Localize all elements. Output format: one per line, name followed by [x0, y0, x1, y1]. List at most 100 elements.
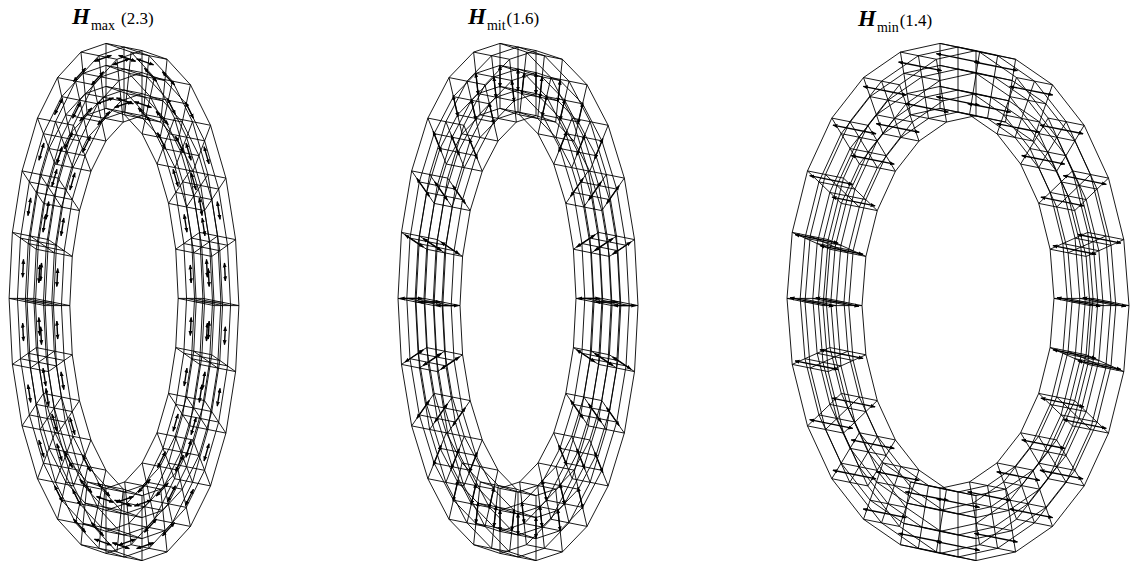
mesh-line [1004, 115, 1040, 122]
field-arrow [1063, 420, 1106, 429]
mesh-line [970, 482, 1006, 489]
mesh-line [187, 175, 208, 208]
mesh-line [480, 482, 516, 489]
field-caption: Hmin(1.4) [858, 6, 932, 36]
mesh-line [900, 545, 936, 552]
mesh-line [12, 348, 36, 365]
field-value: (2.3) [121, 9, 154, 29]
field-subscript: min [877, 20, 899, 36]
mesh-line [1063, 244, 1099, 251]
field-arrow [433, 445, 441, 465]
mesh-line [843, 401, 877, 434]
field-arrow [936, 542, 979, 551]
mesh-line [117, 489, 123, 552]
field-arrow [52, 169, 57, 186]
mesh-line [910, 482, 946, 489]
mesh-line [958, 47, 959, 112]
field-arrow [206, 323, 208, 341]
field-arrow [577, 135, 585, 155]
mesh-line [787, 298, 823, 305]
field-arrow [795, 235, 838, 244]
mesh-line [980, 52, 1016, 59]
mesh-line [129, 73, 165, 80]
field-arrow [52, 414, 57, 431]
field-arrow [571, 178, 584, 196]
field-arrow [224, 327, 226, 345]
mesh-line [958, 492, 959, 557]
field-arrow [451, 449, 459, 469]
mesh-line [841, 134, 877, 141]
mesh-line [870, 500, 906, 507]
mesh-line [554, 433, 590, 440]
field-arrow [144, 519, 156, 532]
mesh-line [407, 298, 443, 305]
field-arrow [974, 533, 1017, 542]
mesh-line [61, 94, 222, 518]
mesh-line [1075, 178, 1109, 211]
mesh-line [1017, 519, 1053, 526]
mesh-line [970, 115, 1006, 122]
mesh-line [841, 463, 877, 470]
field-arrow [158, 133, 166, 149]
mesh-line [500, 553, 536, 560]
field-arrow [833, 125, 876, 134]
field-arrow [832, 197, 875, 206]
field-arrow [1040, 125, 1083, 134]
mesh-line [184, 353, 220, 360]
mesh-line [425, 69, 611, 535]
mesh-line [1050, 348, 1086, 355]
field-arrow [790, 298, 833, 307]
mesh-line [940, 65, 976, 72]
mesh-line [1021, 433, 1049, 479]
field-arrow [65, 452, 73, 468]
mesh-line [415, 86, 585, 510]
mesh-line [1015, 467, 1035, 523]
field-arrow [167, 99, 175, 115]
mesh-line [1017, 78, 1053, 85]
field-arrow [499, 509, 500, 531]
field-arrows [790, 54, 1126, 551]
mesh-line [27, 47, 221, 557]
mesh-line [106, 553, 142, 560]
mesh-line [940, 553, 976, 560]
mesh-line [36, 404, 72, 411]
field-arrow [115, 500, 132, 506]
mesh-line [37, 118, 73, 125]
mesh-line [169, 393, 190, 426]
field-arrow [589, 182, 602, 200]
mesh-line [183, 182, 219, 189]
field-arrow [217, 202, 220, 220]
mesh-line [556, 81, 569, 137]
field-arrow [22, 323, 24, 341]
field-arrow [83, 455, 91, 471]
mesh-line [940, 510, 976, 517]
mesh-line [997, 463, 1017, 519]
mesh-line [584, 175, 607, 208]
mesh-line [1006, 489, 1016, 552]
mesh-line [474, 545, 510, 552]
mesh-line [106, 108, 142, 115]
mesh-line [976, 73, 1012, 80]
field-arrow [173, 414, 178, 431]
field-arrow [453, 480, 458, 501]
field-arrow [73, 489, 81, 505]
field-arrow [1010, 86, 1053, 95]
mesh-line [412, 171, 448, 178]
mesh-line [194, 236, 218, 253]
field-arrow [91, 523, 103, 536]
field-arrow [43, 368, 46, 386]
field-arrow [162, 523, 174, 536]
mesh-line [599, 232, 635, 239]
field-arrow [418, 301, 440, 302]
field-arrow [905, 104, 948, 113]
mesh-line [825, 397, 859, 430]
field-arrow [936, 97, 979, 106]
field-arrow [613, 242, 631, 254]
mesh-line [817, 353, 853, 360]
field-arrow [469, 452, 477, 472]
mesh-line [43, 134, 79, 141]
mesh-line [142, 496, 143, 561]
field-arrow [435, 182, 448, 200]
mesh-line [900, 52, 910, 115]
mesh-line [518, 47, 519, 112]
